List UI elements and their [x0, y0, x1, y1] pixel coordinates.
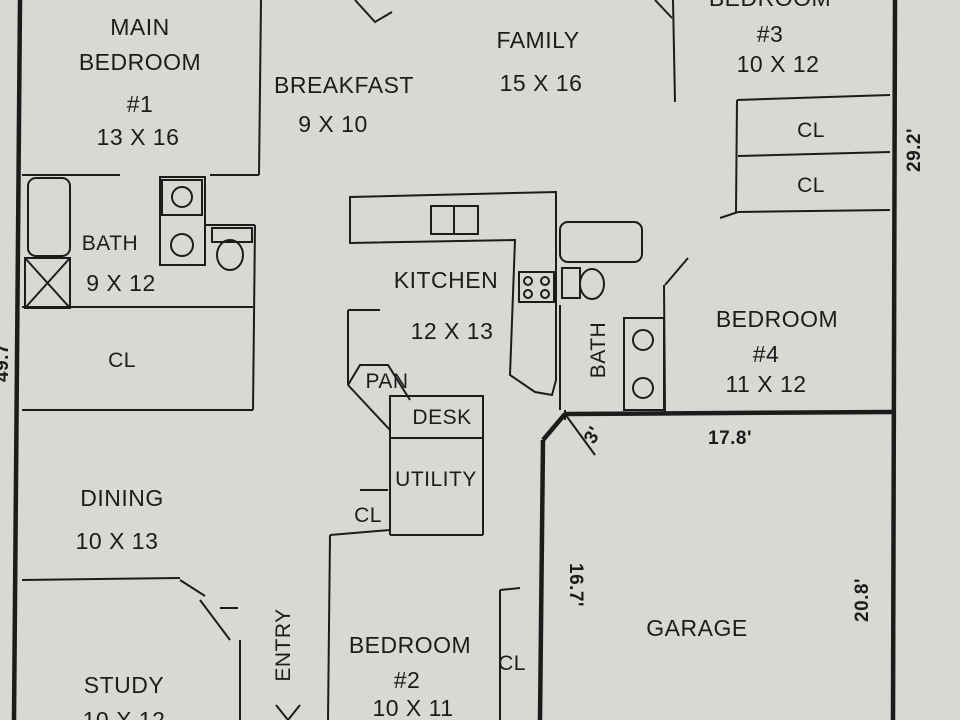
garage-label: GARAGE	[646, 615, 747, 641]
dining-label: DINING	[80, 485, 164, 511]
bedroom2-number: #2	[394, 667, 421, 693]
utility-closet-label: CL	[354, 504, 382, 527]
main-closet-label: CL	[108, 349, 136, 372]
entry-arrow-icon	[275, 704, 301, 720]
bedroom2-label: BEDROOM	[349, 632, 471, 658]
study-size: 10 X 12	[83, 707, 166, 720]
desk-label: DESK	[412, 406, 471, 429]
utility-label: UTILITY	[395, 468, 477, 491]
entry-label: ENTRY	[272, 608, 295, 681]
bath2-label: BATH	[587, 322, 610, 378]
family-label: FAMILY	[496, 27, 579, 53]
garage-walls	[537, 409, 896, 720]
bedroom3-closet-b: CL	[797, 174, 825, 197]
main-bedroom-size: 13 X 16	[97, 124, 180, 150]
measure-garage-inner: 16.7'	[565, 563, 586, 607]
breakfast-label: BREAKFAST	[274, 72, 414, 98]
main-bedroom-label-line2: BEDROOM	[79, 49, 201, 75]
bedroom4-label: BEDROOM	[716, 306, 838, 332]
measure-overall-left: 49.7'	[0, 338, 13, 382]
kitchen-size: 12 X 13	[411, 318, 494, 344]
bedroom2-closet-label: CL	[498, 652, 526, 675]
family-size: 15 X 16	[500, 70, 583, 96]
bedroom3-closet-a: CL	[797, 119, 825, 142]
bedroom3-label: BEDROOM	[709, 0, 831, 11]
breakfast-size: 9 X 10	[298, 111, 368, 137]
interior-walls	[21, 0, 891, 720]
bedroom3-size: 10 X 12	[737, 51, 820, 77]
measure-overall-right: 29.2'	[904, 128, 925, 172]
bedroom2-size: 10 X 11	[372, 695, 453, 720]
bedroom4-number: #4	[753, 341, 780, 367]
bedroom4-size: 11 X 12	[725, 371, 806, 397]
measure-garage-depth: 20.8'	[852, 578, 873, 622]
main-bedroom-number: #1	[127, 91, 154, 117]
measure-garage-width: 17.8'	[708, 428, 752, 449]
dining-size: 10 X 13	[76, 528, 159, 554]
study-label: STUDY	[84, 672, 164, 698]
pantry-label: PAN	[365, 370, 408, 393]
main-bedroom-label-line1: MAIN	[110, 14, 170, 40]
main-bath-size: 9 X 12	[86, 270, 156, 296]
kitchen-label: KITCHEN	[394, 267, 498, 293]
exterior-walls	[11, 0, 898, 720]
bedroom3-number: #3	[757, 21, 784, 47]
main-bath-label: BATH	[82, 232, 138, 255]
